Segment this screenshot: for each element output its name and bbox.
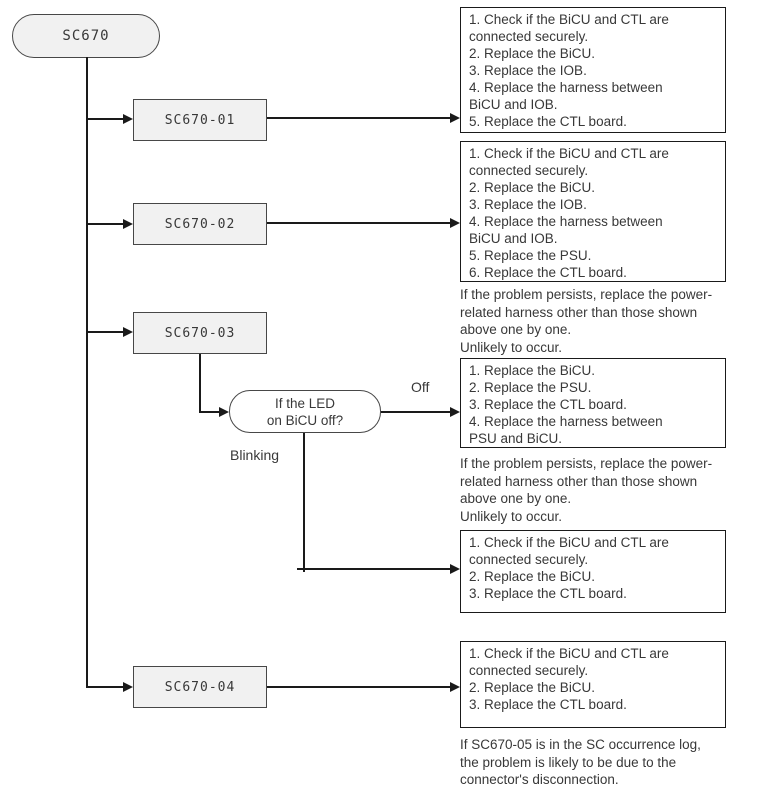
- note-after-sc670-04: If SC670-05 is in the SC occurrence log,…: [460, 737, 701, 787]
- node-sc670-03: SC670-03: [133, 312, 267, 354]
- arrow-head-icon: [123, 682, 133, 692]
- branch-line-sc670-02: [87, 223, 125, 225]
- arrow-head-icon: [450, 113, 460, 123]
- node-sc670-02: SC670-02: [133, 203, 267, 245]
- connector-sc670-03-down: [199, 354, 201, 413]
- connector-sc670-01-to-box: [267, 117, 451, 119]
- action-box-sc670-02: 1. Check if the BiCU and CTL are connect…: [460, 141, 726, 282]
- node-sc670-01: SC670-01: [133, 99, 267, 141]
- connector-blinking-elbow: [297, 568, 451, 570]
- node-sc670-04: SC670-04: [133, 666, 267, 708]
- action-box-led-blinking: 1. Check if the BiCU and CTL are connect…: [460, 530, 726, 613]
- arrow-head-icon: [219, 407, 229, 417]
- node-label: SC670-01: [164, 112, 236, 128]
- node-label: SC670-04: [164, 679, 236, 695]
- action-box-sc670-04: 1. Check if the BiCU and CTL are connect…: [460, 641, 726, 728]
- arrow-head-icon: [450, 218, 460, 228]
- action-box-sc670-01: 1. Check if the BiCU and CTL are connect…: [460, 7, 726, 133]
- connector-off-branch: [381, 411, 451, 413]
- node-label: SC670-03: [164, 325, 236, 341]
- arrow-head-icon: [450, 407, 460, 417]
- connector-sc670-03-elbow: [199, 411, 220, 413]
- root-node-label: SC670: [62, 28, 110, 44]
- note-after-sc670-02: If the problem persists, replace the pow…: [460, 287, 713, 355]
- branch-label-blinking: Blinking: [230, 447, 280, 463]
- branch-line-sc670-04: [87, 686, 125, 688]
- node-label: SC670-02: [164, 216, 236, 232]
- branch-label-off: Off: [411, 379, 430, 395]
- trunk-line: [86, 57, 88, 688]
- arrow-head-icon: [123, 219, 133, 229]
- action-box-led-off: 1. Replace the BiCU. 2. Replace the PSU.…: [460, 358, 726, 448]
- decision-question-label: If the LED on BiCU off?: [266, 395, 344, 428]
- note-after-led-off: If the problem persists, replace the pow…: [460, 456, 713, 524]
- arrow-head-icon: [123, 114, 133, 124]
- root-node-sc670: SC670: [12, 14, 160, 58]
- arrow-head-icon: [123, 327, 133, 337]
- arrow-head-icon: [450, 564, 460, 574]
- branch-line-sc670-01: [87, 118, 125, 120]
- arrow-head-icon: [450, 682, 460, 692]
- branch-line-sc670-03: [87, 331, 125, 333]
- decision-led-on-bicu: If the LED on BiCU off?: [229, 390, 381, 433]
- connector-sc670-04-to-box: [267, 686, 451, 688]
- connector-blinking-down: [303, 433, 305, 572]
- connector-sc670-02-to-box: [267, 222, 451, 224]
